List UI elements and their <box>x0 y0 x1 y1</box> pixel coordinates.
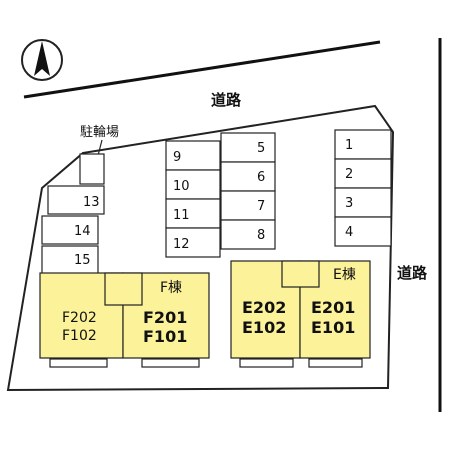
building-f-balcony <box>49 358 108 368</box>
building-e-unit-label: E202 <box>242 298 286 317</box>
parking-space <box>220 161 276 192</box>
parking-number: 5 <box>257 141 265 156</box>
parking-number: 13 <box>83 195 100 210</box>
parking-number: 4 <box>345 225 353 240</box>
north-road-label: 道路 <box>211 91 242 109</box>
parking-number: 12 <box>173 237 190 252</box>
east-road-label: 道路 <box>397 264 428 282</box>
parking-space <box>334 129 392 160</box>
north-road-line <box>23 40 381 99</box>
parking-space <box>334 187 392 218</box>
parking-left-column: 13 14 15 <box>41 185 105 275</box>
parking-right-column: 1 2 3 4 <box>334 129 392 247</box>
parking-number: 15 <box>74 253 91 268</box>
parking-space <box>41 215 99 245</box>
building-e: E棟 E202 E102 E201 E101 <box>230 260 371 368</box>
building-f-balcony <box>141 358 200 368</box>
building-f-unit-label: F202 <box>62 310 97 326</box>
building-f-stair <box>104 272 143 306</box>
bicycle-parking-label: 駐輪場 <box>80 124 119 140</box>
parking-number: 11 <box>173 208 190 223</box>
parking-number: 2 <box>345 167 353 182</box>
building-e-stair <box>281 260 320 288</box>
parking-space <box>220 132 276 163</box>
building-f: F棟 F202 F102 F201 F101 <box>39 272 210 368</box>
building-f-unit-label: F102 <box>62 328 97 344</box>
parking-number: 10 <box>173 179 190 194</box>
parking-center-right-column: 5 6 7 8 <box>220 132 276 250</box>
bicycle-parking-area <box>79 153 105 185</box>
north-arrow-icon <box>21 39 63 81</box>
parking-space <box>334 216 392 247</box>
parking-space <box>165 169 221 200</box>
parking-space <box>220 219 276 250</box>
building-e-name: E棟 <box>333 267 356 283</box>
parking-number: 9 <box>173 150 181 165</box>
parking-space <box>334 158 392 189</box>
parking-number: 3 <box>345 196 353 211</box>
parking-space <box>220 190 276 221</box>
parking-space <box>165 227 221 258</box>
parking-number: 1 <box>345 138 353 153</box>
parking-number: 14 <box>74 224 91 239</box>
building-e-balcony <box>239 358 294 368</box>
building-f-unit-label: F101 <box>143 327 187 346</box>
parking-space <box>47 185 105 215</box>
parking-space <box>41 245 99 275</box>
building-f-unit-label: F201 <box>143 308 187 327</box>
parking-number: 6 <box>257 170 265 185</box>
building-e-unit-label: E201 <box>311 298 355 317</box>
building-e-unit-label: E102 <box>242 318 286 337</box>
building-e-unit-label: E101 <box>311 318 355 337</box>
building-e-balcony <box>308 358 363 368</box>
site-boundary <box>6 104 395 392</box>
parking-center-left-column: 9 10 11 12 <box>165 140 221 258</box>
parking-space <box>165 198 221 229</box>
parking-number: 7 <box>257 199 265 214</box>
parking-number: 8 <box>257 228 265 243</box>
building-f-name: F棟 <box>160 280 182 296</box>
